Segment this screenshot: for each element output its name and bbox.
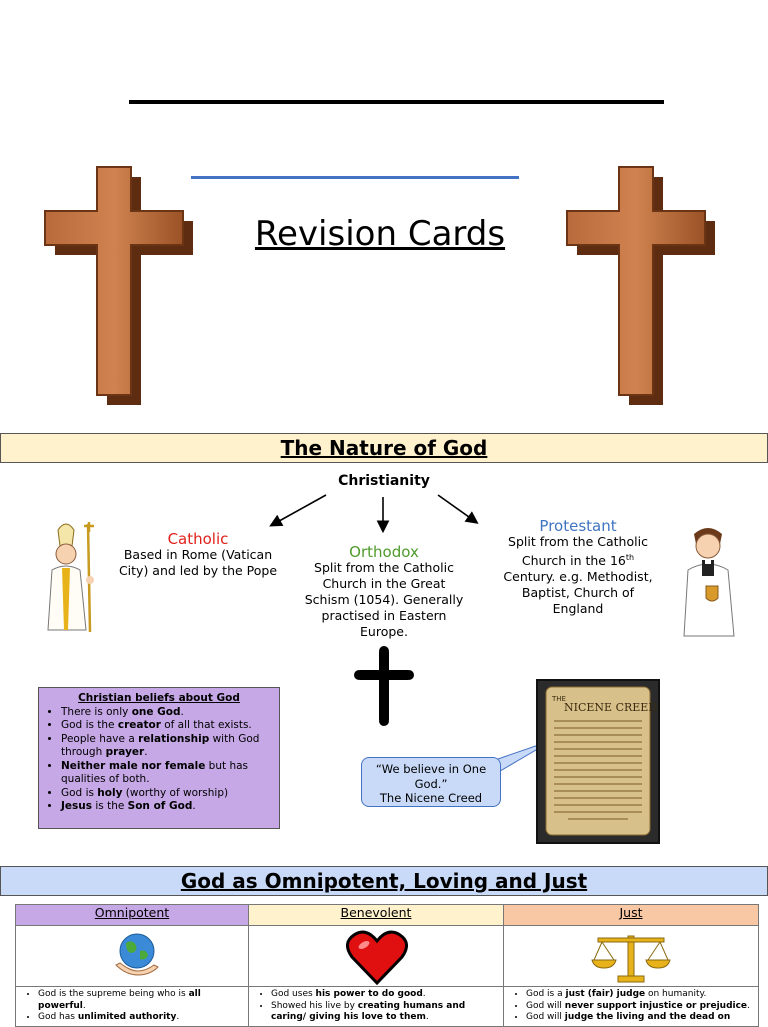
protestant-label: Protestant [539,517,617,535]
just-text: God is a just (fair) judge on humanity. … [503,986,759,1027]
globe-in-hand-icon [115,933,159,976]
beliefs-heading: Christian beliefs about God [78,692,240,704]
orthodox-desc-3: Schism (1054). Generally [304,592,464,607]
top-rule [129,100,664,104]
header-just: Just [503,904,759,926]
priest-icon [683,528,735,637]
omnipotent-point: God has unlimited authority. [38,1012,246,1024]
protestant-desc-5: England [552,601,604,617]
just-icon-cell [503,925,759,987]
belief-item: People have a relationship with God thro… [61,733,273,760]
catholic-branch: Catholic Based in Rome (Vatican City) an… [118,531,278,579]
protestant-desc-1: Split from the Catholic [508,534,648,549]
attributes-heading: God as Omnipotent, Loving and Just [0,866,768,896]
protestant-desc-4: Baptist, Church of [521,585,635,601]
christianity-label: Christianity [338,473,430,489]
protestant-desc-3: Century. e.g. Methodist, [503,569,653,585]
scroll-icon [545,686,651,836]
omnipotent-icon-cell [15,925,249,987]
orthodox-desc-4: practised in Eastern [321,608,447,623]
beliefs-list: There is only one God. God is the creato… [45,706,273,814]
nature-of-god-heading: The Nature of God [0,433,768,463]
beliefs-box: Christian beliefs about God There is onl… [38,687,280,829]
just-point: God is a just (fair) judge on humanity. [526,989,756,1001]
heart-icon [346,930,408,985]
benevolent-text: God uses his power to do good. Showed hi… [248,986,504,1027]
left-cross-icon [44,166,193,405]
right-cross-icon [566,166,715,405]
catholic-label: Catholic [167,530,229,548]
orthodox-desc-5: Europe. [360,624,408,639]
orthodox-cross-icon [354,646,414,726]
catholic-desc-1: Based in Rome (Vatican [123,547,273,562]
just-point: God will judge the living and the dead o… [526,1012,756,1024]
belief-item: God is holy (worthy of worship) [61,787,273,801]
catholic-desc-2: City) and led by the Pope [118,563,278,578]
orthodox-desc-2: Church in the Great [322,576,446,591]
protestant-desc-2a: Church in the 16 [521,553,626,569]
attributes-table: Omnipotent Benevolent Just [15,904,759,1027]
title-rule [191,176,519,179]
benevolent-icon-cell [248,925,504,987]
belief-item: There is only one God. [61,706,273,720]
page-title: Revision Cards [254,214,506,254]
protestant-desc-sup: th [625,553,635,562]
header-benevolent: Benevolent [248,904,504,926]
branch-arrows [269,494,479,534]
nicene-quote-bubble: “We believe in One God.” The Nicene Cree… [361,757,501,807]
quote-line-2: God.” [414,776,448,791]
creed-title: NICENE CREED [564,701,658,714]
protestant-branch: Protestant Split from the Catholic Churc… [494,518,662,617]
orthodox-label: Orthodox [349,543,419,561]
protestant-desc-2: Church in the 16th [494,550,662,569]
quote-line-1: “We believe in One [375,762,487,776]
creed-title-prefix: THE [552,695,566,703]
nicene-creed-poster: THE NICENE CREED [536,679,660,844]
just-point: God will never support injustice or prej… [526,1001,756,1013]
belief-item: God is the creator of all that exists. [61,719,273,733]
belief-item: Jesus is the Son of God. [61,800,273,814]
orthodox-desc-1: Split from the Catholic [314,560,454,575]
belief-item: Neither male nor female but has qualitie… [61,760,273,787]
omnipotent-text: God is the supreme being who is all powe… [15,986,249,1027]
header-omnipotent: Omnipotent [15,904,249,926]
orthodox-branch: Orthodox Split from the Catholic Church … [302,544,466,640]
benevolent-point: Showed his live by creating humans and c… [271,1001,501,1024]
benevolent-point: God uses his power to do good. [271,989,501,1001]
pope-icon [47,522,94,633]
quote-line-3: The Nicene Creed [379,791,483,805]
omnipotent-point: God is the supreme being who is all powe… [38,989,246,1012]
scales-icon [591,935,671,983]
